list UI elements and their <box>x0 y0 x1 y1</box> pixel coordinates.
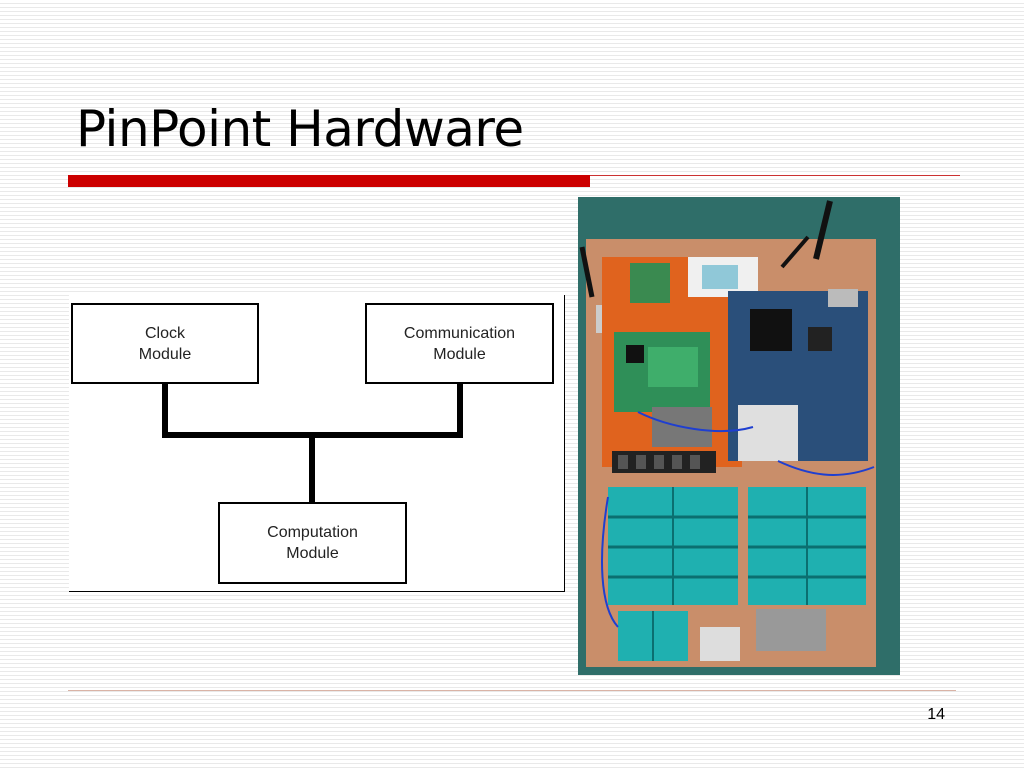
communication-module-box: Communication Module <box>365 303 554 384</box>
footer-line <box>68 690 956 691</box>
communication-connector <box>457 384 463 438</box>
communication-module-label: Communication Module <box>403 324 516 363</box>
clock-connector <box>162 384 168 438</box>
computation-connector <box>309 435 315 502</box>
page-number: 14 <box>927 706 945 723</box>
clock-module-box: Clock Module <box>71 303 259 384</box>
computation-module-label: Computation Module <box>267 524 358 562</box>
clock-module-label: Clock Module <box>138 324 192 363</box>
title-underline-bar <box>68 175 590 187</box>
block-diagram: Clock Module Communication Module Comput… <box>69 295 565 592</box>
slide-title: PinPoint Hardware <box>76 100 524 158</box>
hardware-photo <box>578 197 900 675</box>
title-underline-line <box>590 175 960 176</box>
computation-module-box: Computation Module <box>218 502 407 584</box>
